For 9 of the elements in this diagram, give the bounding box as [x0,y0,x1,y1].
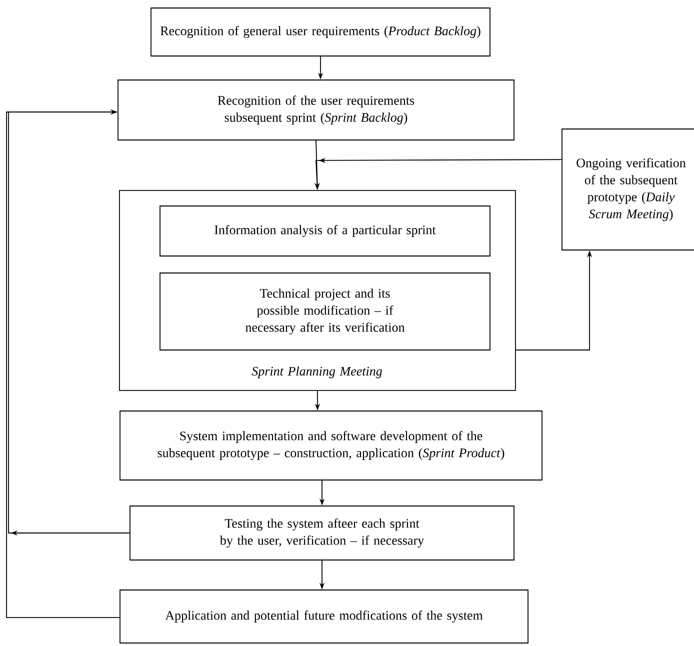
process-box: Information analysis of a particular sprint [160,206,490,256]
process-box: Application and potential future modfications of the system [120,590,528,644]
process-box: Recognition of the user requirements subsequent sprint (Sprint Backlog) [118,80,514,140]
process-box: System implementation and software development of the subsequent prototype – construction, application (Sprint Product) [120,410,542,480]
process-box: Recognition of general user requirements (Product Backlog) [150,8,490,56]
arrow [6,109,120,618]
process-box: Technical project and its possible modification – if necessary after its verification [160,272,490,350]
process-box: Testing the system afteer each sprint by the user, verification – if necessary [130,506,514,560]
process-box: Ongoing verification of the subsequent prototype (Daily Scrum Meeting) [562,128,694,250]
